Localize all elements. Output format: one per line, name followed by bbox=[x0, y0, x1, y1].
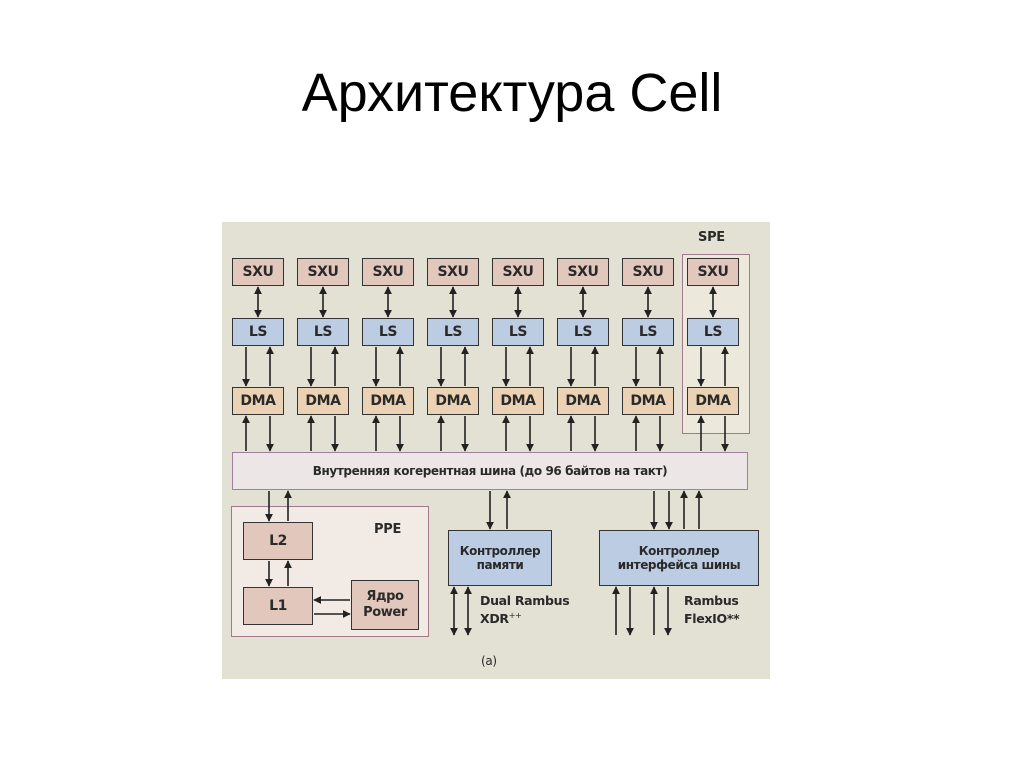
spe-5-dma-label: DMA bbox=[500, 392, 536, 409]
coherent-bus-label: Внутренняя когерентная шина (до 96 байто… bbox=[312, 463, 668, 478]
connection-arrows bbox=[242, 286, 729, 636]
bus-interface-controller-label-line1: Контроллер bbox=[638, 543, 720, 558]
flexio-line1: Rambus bbox=[684, 593, 739, 608]
l1-cache-box: L1 bbox=[243, 587, 313, 625]
spe-3-dma-box: DMA bbox=[362, 387, 414, 415]
spe-4-dma-label: DMA bbox=[435, 392, 471, 409]
spe-6-dma-label: DMA bbox=[565, 392, 601, 409]
memory-io-line1: Dual Rambus bbox=[480, 593, 570, 608]
coherent-bus: Внутренняя когерентная шина (до 96 байто… bbox=[232, 452, 748, 490]
flexio-line2: FlexIO** bbox=[684, 611, 740, 627]
spe-3-dma-label: DMA bbox=[370, 392, 406, 409]
spe-5-ls-box: LS bbox=[492, 318, 544, 346]
spe-4-ls-label: LS bbox=[443, 323, 463, 340]
power-core-label-line1: Ядро bbox=[366, 589, 404, 605]
bus-interface-controller-label-line2: интерфейса шины bbox=[617, 558, 741, 572]
spe-1-dma-label: DMA bbox=[240, 392, 276, 409]
memory-controller-label-line2: памяти bbox=[476, 558, 524, 572]
spe-5-sxu-label: SXU bbox=[502, 263, 534, 280]
flexio-label: Rambus FlexIO** bbox=[684, 592, 740, 628]
spe-7-dma-box: DMA bbox=[622, 387, 674, 415]
spe-2-dma-label: DMA bbox=[305, 392, 341, 409]
l1-cache-label: L1 bbox=[269, 597, 287, 614]
spe-8-sxu-box: SXU bbox=[687, 258, 739, 286]
spe-2-dma-box: DMA bbox=[297, 387, 349, 415]
spe-2-ls-label: LS bbox=[313, 323, 333, 340]
l2-cache-box: L2 bbox=[243, 522, 313, 560]
spe-1-dma-box: DMA bbox=[232, 387, 284, 415]
memory-controller-label-line1: Контроллер bbox=[459, 543, 541, 558]
spe-label: SPE bbox=[698, 230, 725, 245]
spe-6-sxu-box: SXU bbox=[557, 258, 609, 286]
spe-6-dma-box: DMA bbox=[557, 387, 609, 415]
memory-io-label: Dual Rambus XDR++ bbox=[480, 592, 570, 628]
spe-2-sxu-box: SXU bbox=[297, 258, 349, 286]
spe-3-sxu-label: SXU bbox=[372, 263, 404, 280]
spe-7-dma-label: DMA bbox=[630, 392, 666, 409]
spe-6-ls-box: LS bbox=[557, 318, 609, 346]
figure-caption: (a) bbox=[481, 654, 497, 668]
spe-5-sxu-box: SXU bbox=[492, 258, 544, 286]
spe-8-dma-label: DMA bbox=[695, 392, 731, 409]
spe-3-ls-label: LS bbox=[378, 323, 398, 340]
spe-8-dma-box: DMA bbox=[687, 387, 739, 415]
memory-controller-box: Контроллер памяти bbox=[448, 530, 552, 586]
bus-interface-controller-box: Контроллер интерфейса шины bbox=[599, 530, 759, 586]
spe-3-sxu-box: SXU bbox=[362, 258, 414, 286]
power-core-label-line2: Power bbox=[363, 605, 407, 620]
power-core-box: Ядро Power bbox=[351, 580, 419, 630]
spe-1-ls-label: LS bbox=[248, 323, 268, 340]
cell-architecture-diagram: SPE PPE SXU LS DMA SXU LS DMA SXU LS DMA SXU LS DMA… bbox=[222, 222, 770, 679]
spe-6-sxu-label: SXU bbox=[567, 263, 599, 280]
spe-4-ls-box: LS bbox=[427, 318, 479, 346]
spe-7-ls-box: LS bbox=[622, 318, 674, 346]
spe-3-ls-box: LS bbox=[362, 318, 414, 346]
slide-title: Архитектура Cell bbox=[301, 63, 723, 123]
spe-7-sxu-label: SXU bbox=[632, 263, 664, 280]
spe-7-ls-label: LS bbox=[638, 323, 658, 340]
memory-io-mark: ++ bbox=[508, 611, 522, 621]
spe-8-sxu-label: SXU bbox=[697, 263, 729, 280]
spe-1-sxu-label: SXU bbox=[242, 263, 274, 280]
spe-6-ls-label: LS bbox=[573, 323, 593, 340]
spe-2-ls-box: LS bbox=[297, 318, 349, 346]
memory-io-line2: XDR bbox=[480, 611, 509, 627]
spe-8-ls-box: LS bbox=[687, 318, 739, 346]
l2-cache-label: L2 bbox=[269, 532, 287, 549]
spe-2-sxu-label: SXU bbox=[307, 263, 339, 280]
spe-1-ls-box: LS bbox=[232, 318, 284, 346]
spe-7-sxu-box: SXU bbox=[622, 258, 674, 286]
ppe-label: PPE bbox=[374, 522, 402, 537]
spe-4-sxu-box: SXU bbox=[427, 258, 479, 286]
spe-5-ls-label: LS bbox=[508, 323, 528, 340]
spe-8-ls-label: LS bbox=[703, 323, 723, 340]
spe-4-sxu-label: SXU bbox=[437, 263, 469, 280]
spe-1-sxu-box: SXU bbox=[232, 258, 284, 286]
spe-5-dma-box: DMA bbox=[492, 387, 544, 415]
spe-4-dma-box: DMA bbox=[427, 387, 479, 415]
